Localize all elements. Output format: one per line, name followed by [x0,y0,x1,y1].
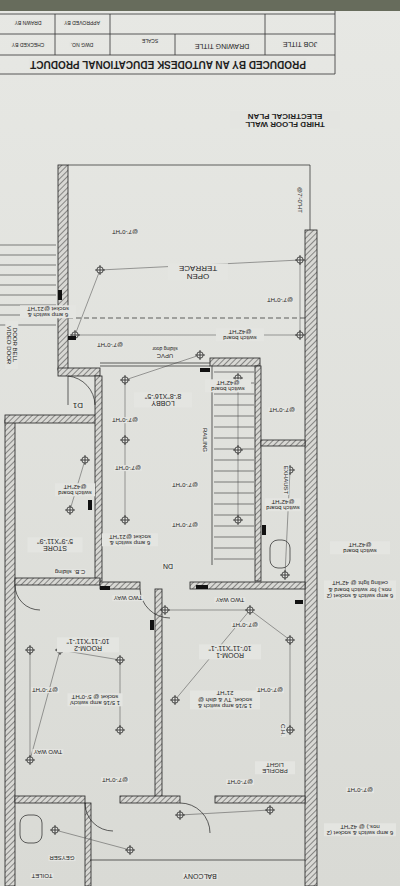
plan-note: RAILING [202,427,208,453]
light-points [25,255,305,855]
plan-note: PROFILE LIGHT [255,762,295,775]
plan-note: 6 amp switch & socket @21"HT [20,306,76,319]
switch-boards [58,290,303,630]
plan-note: UPVC [156,353,175,359]
plan-note: TWO WAY [113,595,144,601]
room-label: OPEN TERRACE [168,264,228,281]
plan-note: DRAWING TITLE [194,42,250,49]
plan-note: TOILET [31,873,54,879]
room-name: ROOM-1 10'-11"X11'-1" [199,645,261,660]
plan-note: @7'-0"HT [111,417,139,423]
walls [5,165,317,886]
plan-note: D1 [72,401,84,409]
plan-note: @7'-0"HT [171,522,199,528]
plan-note: DRAWN BY [14,19,43,24]
plan-note: APPROVED BY [63,19,101,24]
drawing-title: THIRD FLOOR WALL ELECTRICAL PLAN [230,112,340,129]
plan-note: 1 5/16 amp switch & socket, TV & dish @ … [190,691,260,710]
title-block [0,11,335,74]
plan-note: switch board @42"HT [55,484,95,497]
plan-note: @7'-0"HT [268,407,296,413]
plan-note: @7'-0"HT [297,186,303,214]
plan-note: @7'-0"HT [226,779,254,785]
plan-note: BALCONY [182,872,217,879]
plan-note: sliding door [151,345,179,350]
plan-note: C.B. sliding [54,569,86,575]
room-name: ROOM-2 10'-11"X11'-1" [57,638,119,653]
plan-note: JOB TITLE [282,40,319,47]
room-label: STORE 5'-9"X11'-9" [28,538,83,553]
wiring-lines [30,260,300,850]
plan-note: switch board @42"HT [216,329,264,342]
background-strip [0,0,400,11]
plan-note: C.H. [280,723,286,737]
plan-note: DWG NO. [70,41,95,46]
plan-note: @7'-0"HT [114,465,142,471]
plan-note: @7'-0"HT [101,777,129,783]
stair-treads [0,245,254,559]
plan-note: 6 amp switch & socket (2 nos.) for switc… [324,581,396,600]
plan-lines [15,165,310,860]
plan-note: DN [162,562,174,569]
room-label: ROOM-1 10'-11"X11'-1" [199,645,261,660]
plan-note: GEYSER [48,855,75,861]
plan-note: @7'-0"HT [96,342,124,348]
plan-note: @7'-0"HT [256,687,284,693]
plan-note: PRODUCED BY AN AUTODESK EDUCATIONAL PROD… [29,59,307,70]
room-name: STORE 5'-9"X11'-9" [28,538,83,553]
plan-note: @7'-0"HT [346,787,374,793]
plan-note: SCALE [141,37,159,42]
plan-note: TWO WAY [33,749,64,755]
plan-note: @7'-0"HT [171,482,199,488]
plan-note: @7'-0"HT [266,297,294,303]
room-label: LOBBY 8'-8"X16'-5" [134,393,192,408]
plan-note: CHECKED BY [11,41,46,46]
plan-note: EXHAUST [283,465,289,495]
plan-note: switch board @42"HT [205,380,251,393]
plan-note: 6 amp switch & socket @21"HT [102,534,158,547]
plan-note: switch board @42"HT [330,542,390,555]
plan-note: switch board @42"HT [265,499,301,512]
plan-note: @7'-0"HT [111,229,139,235]
plan-note: 6 amp switch & socket (2 nos.) @ 42"HT [324,824,396,837]
plan-note: @7'-0"HT [231,622,259,628]
room-name: LOBBY 8'-8"X16'-5" [134,393,192,408]
room-name: OPEN TERRACE [168,264,228,281]
plan-note: 1 5/16 amp switch/ socket @ 5'-0"HT [68,694,123,707]
room-label: ROOM-2 10'-11"X11'-1" [57,638,119,653]
plan-note: DOOR BELL VIDEO DOOR [6,321,19,369]
plan-note: @7'-0"HT [31,687,59,693]
plan-note: TWO WAY [215,597,246,603]
